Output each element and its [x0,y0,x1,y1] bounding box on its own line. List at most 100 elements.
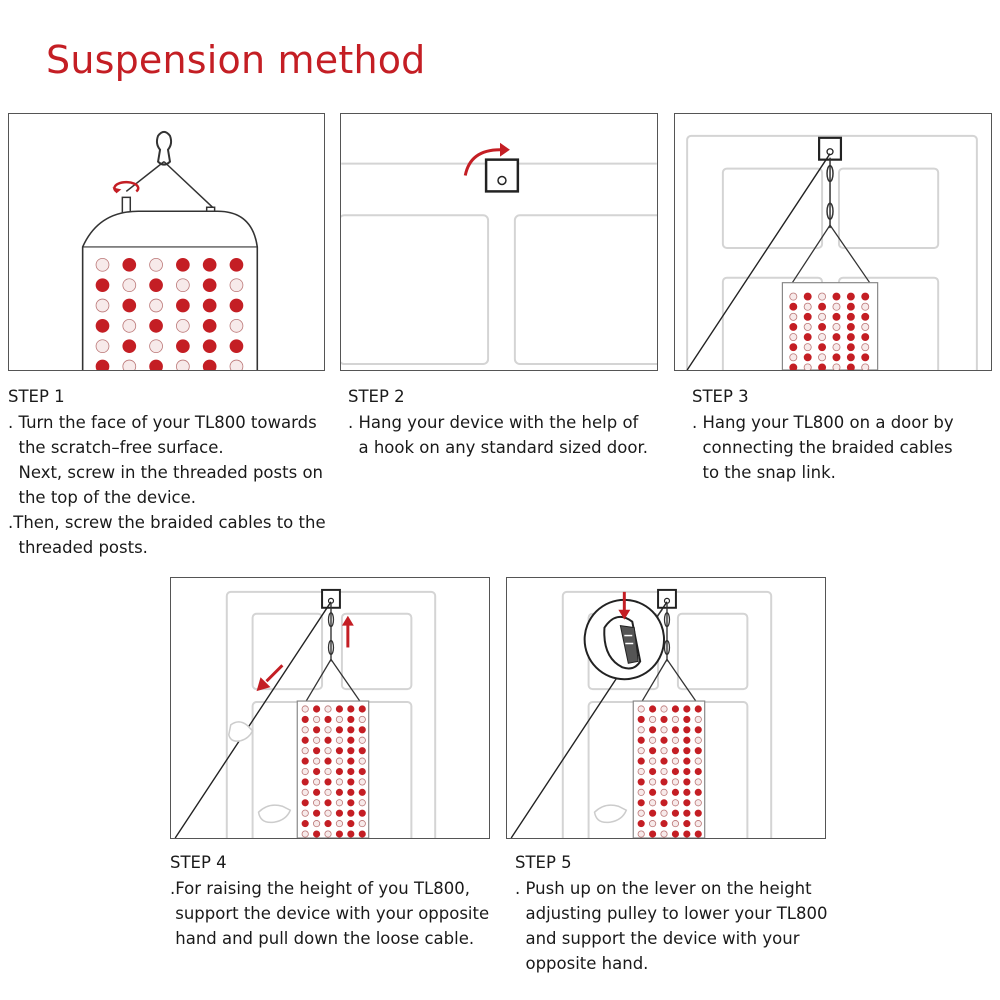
led-dot [335,767,344,776]
step-line: support the device with your opposite [170,904,490,923]
led-dot [660,726,668,734]
led-dot [846,322,855,331]
led-grid [95,257,244,370]
step-line: hand and pull down the loose cable. [170,929,475,948]
led-dot [313,809,321,817]
led-dot [832,333,841,342]
led-dot [149,278,163,293]
led-dot [358,736,366,744]
led-dot [818,353,827,362]
led-dot [149,298,163,313]
led-dot [301,767,309,776]
led-dot [95,298,110,313]
led-dot [301,778,309,786]
led-dot [683,820,691,828]
led-dot [803,333,812,342]
led-dot [301,788,309,796]
led-dot [358,767,366,776]
led-dot [176,318,190,333]
led-dot [358,820,366,828]
led-dot [313,778,321,786]
led-dot [202,339,217,354]
led-dot [637,778,645,786]
led-dot [358,715,366,723]
led-dot [649,820,657,828]
led-dot [324,757,332,765]
step-2-illustration [340,113,658,371]
led-dot [347,736,355,744]
led-dot [789,292,798,301]
led-dot [122,298,137,313]
led-dot [347,778,355,786]
led-dot [649,747,657,755]
led-dot [122,359,137,370]
led-dot [803,302,812,311]
step-line: the top of the device. [8,488,197,507]
led-dot [335,830,344,838]
led-dot [649,757,657,765]
led-dot [122,278,137,293]
step-line: to the snap link. [692,463,836,482]
step-line: . Hang your device with the help of [348,413,639,432]
led-dot [649,809,657,817]
led-dot [324,705,332,713]
step-line: .Then, screw the braided cables to the [8,513,326,532]
led-dot [660,778,668,786]
led-dot [832,292,841,301]
led-dot [671,705,680,713]
step-heading: STEP 2 [348,387,405,406]
led-dot [671,778,680,786]
led-dot [694,830,702,838]
led-dot [324,809,332,817]
led-dot [335,705,344,713]
led-dot [671,799,680,807]
up-arrow-icon [341,615,354,648]
step-line: a hook on any standard sized door. [348,438,648,457]
led-dot [347,799,355,807]
led-dot [324,778,332,786]
rotate-arrow-icon [112,180,140,194]
led-dot [694,757,702,765]
led-dot [671,736,680,744]
led-grid [637,705,702,838]
led-dot [649,788,657,796]
led-dot [313,736,321,744]
led-dot [671,726,680,734]
led-dot [694,788,702,796]
led-dot [202,278,217,293]
led-dot [335,820,344,828]
led-dot [347,767,355,776]
pulley-icon [583,598,666,681]
step-line: . Push up on the lever on the height [515,879,812,898]
step-line: connecting the braided cables [692,438,953,457]
led-dot [313,705,321,713]
led-dot [358,788,366,796]
led-dot [229,257,244,272]
led-dot [335,736,344,744]
step-3-text: STEP 3 . Hang your TL800 on a door by co… [692,384,954,485]
step-line: and support the device with your [515,929,800,948]
hand-icon [228,721,292,824]
snap-link-icon [826,157,834,229]
led-dot [660,705,668,713]
step-line: threaded posts. [8,538,148,557]
led-dot [95,257,110,272]
step-line: the scratch–free surface. [8,438,224,457]
led-dot [313,799,321,807]
led-dot [671,809,680,817]
led-dot [671,820,680,828]
led-dot [846,343,855,352]
led-dot [324,830,332,838]
led-dot [803,353,812,362]
door-outline [341,162,657,366]
led-dot [324,715,332,723]
step-1-text: STEP 1 . Turn the face of your TL800 tow… [8,384,326,560]
led-dot [95,278,110,293]
led-dot [683,726,691,734]
led-dot [637,757,645,765]
led-dot [660,747,668,755]
led-dot [95,359,110,370]
led-grid [789,292,870,370]
led-dot [358,757,366,765]
step-1-illustration [8,113,325,371]
